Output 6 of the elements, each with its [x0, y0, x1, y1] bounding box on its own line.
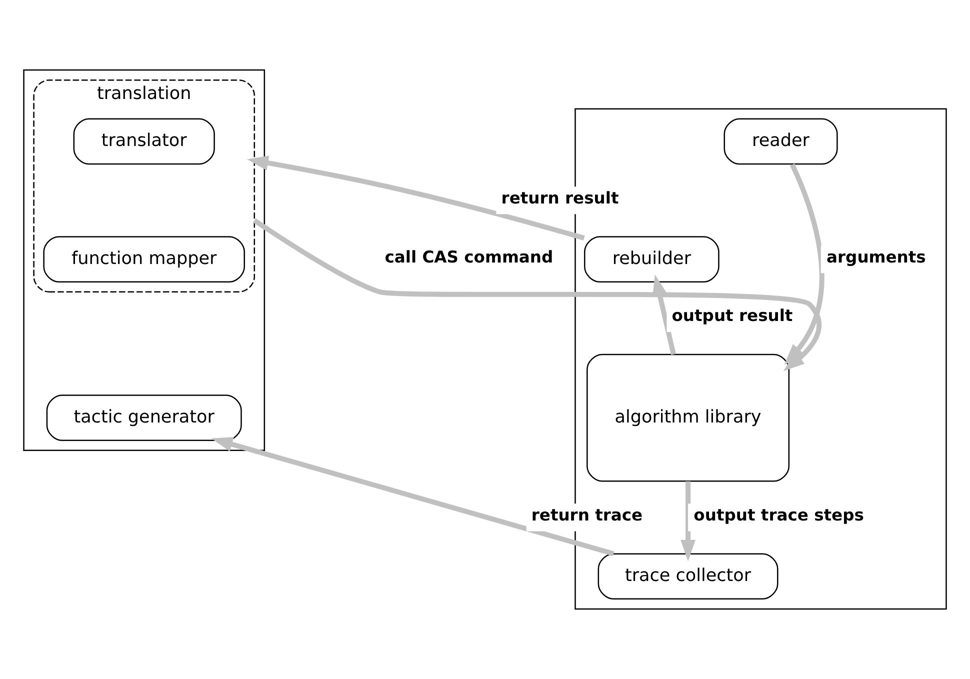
edge-label: output result: [672, 306, 793, 326]
edge-label: return trace: [531, 505, 643, 524]
edge-label: arguments: [826, 247, 926, 266]
edge-label: call CAS command: [384, 247, 554, 266]
edge-label: output trace steps: [694, 505, 864, 524]
edge-label: return result: [501, 188, 619, 208]
